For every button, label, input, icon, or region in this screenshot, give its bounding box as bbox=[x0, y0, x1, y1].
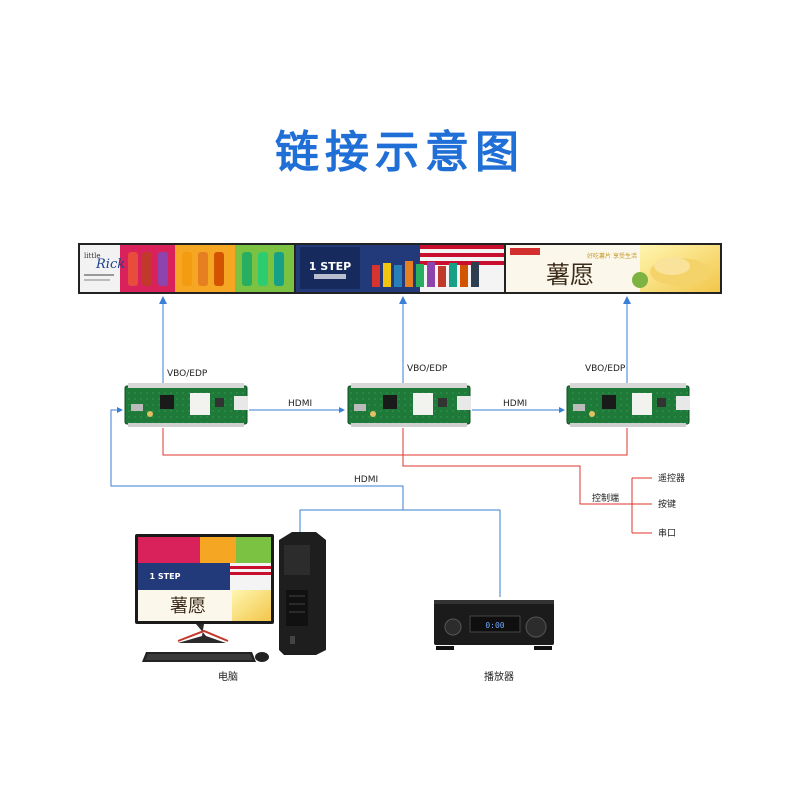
keyboard bbox=[142, 652, 256, 662]
computer-label: 电脑 bbox=[218, 670, 238, 683]
screen-panel-1step: 1 STEP bbox=[296, 245, 504, 292]
monitor-1step-logo: 1 STEP bbox=[150, 572, 181, 581]
control-option-remote: 遥控器 bbox=[658, 472, 685, 484]
pc-tower bbox=[279, 532, 326, 655]
controller-board-2 bbox=[347, 383, 471, 427]
chips-logo: 薯愿 bbox=[546, 261, 594, 289]
screen-panel-rick: little Rick bbox=[80, 245, 294, 292]
vbo-label-1: VBO/EDP bbox=[167, 369, 208, 379]
hdmi-links: HDMI HDMI bbox=[249, 399, 565, 413]
hdmi-source-label: HDMI bbox=[354, 475, 378, 485]
hdmi-source-lines bbox=[110, 407, 501, 597]
control-lines bbox=[162, 428, 652, 534]
controller-board-1 bbox=[124, 383, 248, 427]
media-player: 0:00 bbox=[434, 600, 554, 650]
vbo-label-2: VBO/EDP bbox=[407, 364, 448, 374]
controller-board-3 bbox=[566, 383, 690, 427]
rick-prefix: little bbox=[84, 252, 101, 260]
page-title: 链接示意图 bbox=[275, 127, 525, 178]
player-label: 播放器 bbox=[484, 670, 514, 683]
control-option-buttons: 按键 bbox=[658, 498, 676, 510]
monitor: 1 STEP 薯愿 bbox=[135, 534, 274, 643]
bar-display: little Rick 1 STEP bbox=[78, 243, 722, 294]
chips-slogan: 好吃薯片 享受生活 bbox=[587, 252, 637, 260]
player-display: 0:00 bbox=[485, 621, 504, 630]
vbo-label-3: VBO/EDP bbox=[585, 364, 626, 374]
monitor-chips-logo: 薯愿 bbox=[170, 596, 206, 617]
hdmi-label-1: HDMI bbox=[288, 399, 312, 409]
computer: 1 STEP 薯愿 bbox=[135, 532, 326, 662]
hdmi-label-2: HDMI bbox=[503, 399, 527, 409]
control-option-serial: 串口 bbox=[658, 528, 676, 539]
screen-panel-chips: 薯愿 好吃薯片 享受生活 bbox=[506, 245, 720, 292]
mouse bbox=[255, 652, 269, 662]
control-label: 控制端 bbox=[592, 492, 619, 504]
rick-logo: Rick bbox=[95, 257, 125, 272]
vbo-arrows: VBO/EDP VBO/EDP VBO/EDP bbox=[159, 296, 631, 388]
1step-logo: 1 STEP bbox=[309, 260, 352, 273]
